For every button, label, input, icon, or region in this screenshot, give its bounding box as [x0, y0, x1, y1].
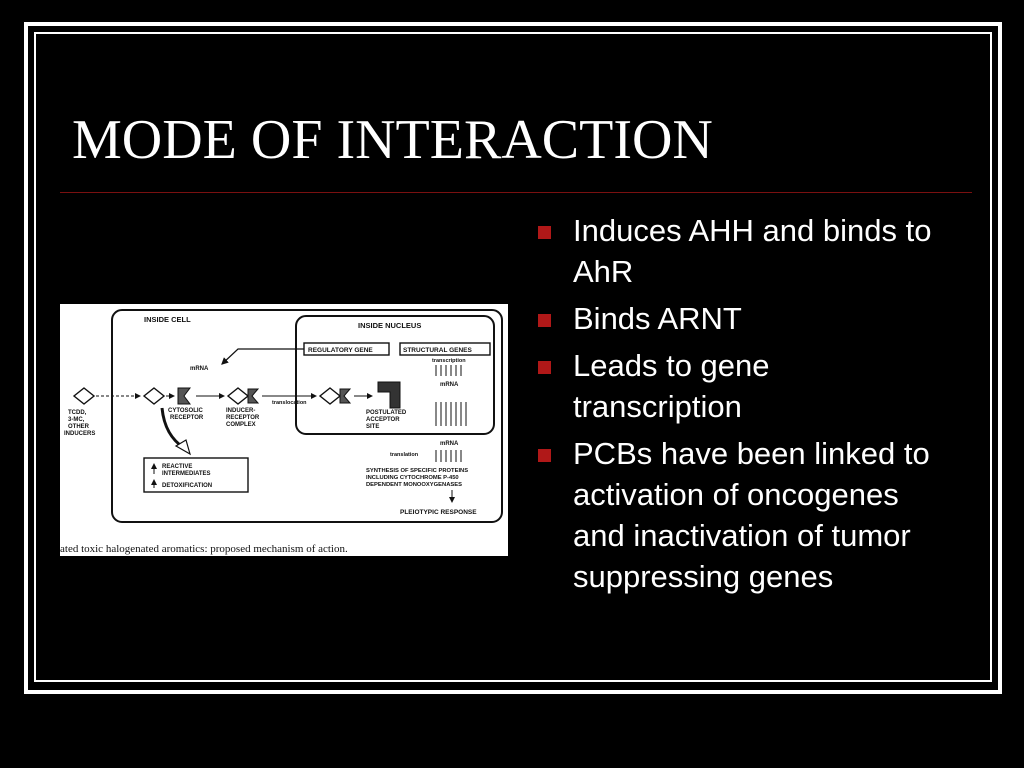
- bullet-item: Leads to gene transcription: [536, 345, 946, 427]
- svg-text:RECEPTOR: RECEPTOR: [170, 415, 204, 421]
- mrna-top-label: mRNA: [190, 366, 209, 372]
- export-arrows: [435, 402, 467, 426]
- svg-text:DEPENDENT MONOOXYGENASES: DEPENDENT MONOOXYGENASES: [366, 482, 462, 488]
- transcription-label: transcription: [432, 358, 466, 364]
- svg-text:DETOXIFICATION: DETOXIFICATION: [162, 483, 212, 489]
- bullet-square-icon: [538, 449, 551, 462]
- bullet-list: Induces AHH and binds to AhR Binds ARNT …: [536, 210, 946, 603]
- bullet-item: PCBs have been linked to activation of o…: [536, 433, 946, 597]
- svg-text:SITE: SITE: [366, 424, 379, 430]
- svg-text:REACTIVE: REACTIVE: [162, 464, 192, 470]
- mrna-lower-label: mRNA: [440, 441, 459, 447]
- inside-cell-label: INSIDE CELL: [144, 315, 191, 324]
- inducer-receptor-complex: [226, 387, 250, 405]
- svg-text:TCDD,: TCDD,: [68, 410, 87, 416]
- regulatory-mrna-arrow: [221, 348, 304, 365]
- svg-text:3-MC,: 3-MC,: [68, 417, 85, 423]
- bullet-item: Induces AHH and binds to AhR: [536, 210, 946, 292]
- translation-arrows: [435, 450, 462, 462]
- svg-text:COMPLEX: COMPLEX: [226, 422, 256, 428]
- svg-text:OTHER: OTHER: [68, 424, 90, 430]
- svg-text:INTERMEDIATES: INTERMEDIATES: [162, 471, 211, 477]
- svg-text:ACCEPTOR: ACCEPTOR: [366, 417, 400, 423]
- nuclear-complex: [318, 387, 342, 405]
- diagram-caption: ated toxic halogenated aromatics: propos…: [60, 543, 348, 555]
- translation-label: translation: [390, 452, 419, 458]
- bullet-square-icon: [538, 226, 551, 239]
- acceptor-site: [377, 381, 401, 409]
- inducer-molecule: [72, 387, 96, 405]
- nucleus-boundary: [295, 315, 495, 435]
- metabolism-arrow: [160, 407, 185, 450]
- pleiotypic-response-label: PLEIOTYPIC RESPONSE: [400, 509, 477, 516]
- mechanism-diagram: INSIDE CELL INSIDE NUCLEUS REGULATORY GE…: [60, 304, 508, 556]
- structural-genes-box: [399, 342, 491, 356]
- transcription-arrows: [435, 365, 462, 376]
- svg-text:INCLUDING CYTOCHROME P-450: INCLUDING CYTOCHROME P-450: [366, 475, 459, 481]
- title-divider: [60, 192, 972, 193]
- slide-title: MODE OF INTERACTION: [72, 109, 713, 171]
- inducer-inside-cell: [142, 387, 166, 405]
- metabolism-box: [143, 457, 249, 493]
- bullet-square-icon: [538, 314, 551, 327]
- svg-text:SYNTHESIS OF SPECIFIC PROTEINS: SYNTHESIS OF SPECIFIC PROTEINS: [366, 468, 468, 474]
- cytosolic-receptor: [177, 387, 191, 405]
- slide-outer-border: [24, 22, 1002, 694]
- cell-boundary: [111, 309, 503, 523]
- slide-inner-border: [34, 32, 992, 682]
- regulatory-gene-label: REGULATORY GENE: [308, 347, 373, 354]
- mrna-nucleus-label: mRNA: [440, 382, 459, 388]
- inside-nucleus-label: INSIDE NUCLEUS: [358, 321, 421, 330]
- bullet-square-icon: [538, 361, 551, 374]
- translocation-label: translocation: [272, 400, 307, 406]
- structural-genes-label: STRUCTURAL GENES: [403, 347, 473, 354]
- svg-text:RECEPTOR: RECEPTOR: [226, 415, 260, 421]
- svg-text:INDUCER-: INDUCER-: [226, 408, 255, 414]
- svg-text:POSTULATED: POSTULATED: [366, 410, 407, 416]
- svg-text:CYTOSOLIC: CYTOSOLIC: [168, 408, 204, 414]
- svg-text:INDUCERS: INDUCERS: [64, 431, 95, 437]
- bullet-item: Binds ARNT: [536, 298, 946, 339]
